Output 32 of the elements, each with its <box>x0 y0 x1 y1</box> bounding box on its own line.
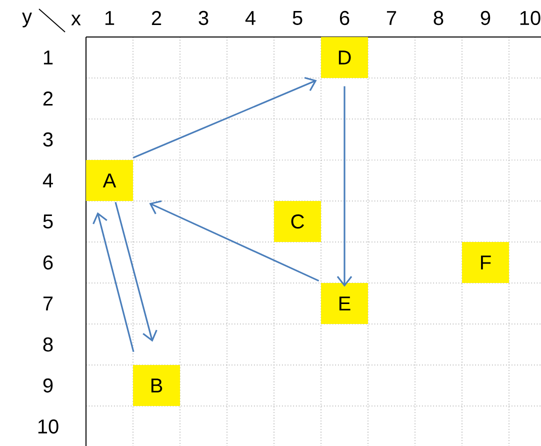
letter-box: D <box>321 37 368 78</box>
letter-box: B <box>133 365 180 406</box>
row-number: 10 <box>38 419 58 434</box>
column-number: 2 <box>152 11 162 25</box>
arrow <box>132 76 317 159</box>
arrow <box>149 200 320 282</box>
row-number: 9 <box>43 378 53 393</box>
column-number: 7 <box>386 11 396 25</box>
axis-name: x <box>71 14 81 26</box>
row-number: 7 <box>43 296 53 310</box>
row-number: 3 <box>43 132 53 147</box>
column-number: 10 <box>520 10 540 26</box>
column-number: 4 <box>245 11 256 25</box>
column-number: 8 <box>434 10 444 26</box>
column-number: 9 <box>480 10 490 26</box>
column-number: 5 <box>292 11 302 25</box>
row-number: 4 <box>42 174 53 188</box>
arrow <box>336 86 352 287</box>
row-number: 8 <box>43 337 53 352</box>
arrow <box>92 212 134 352</box>
row-number: 1 <box>44 50 53 64</box>
axis-name: y <box>22 12 32 28</box>
letter-box: E <box>321 283 368 324</box>
arrow <box>114 202 158 342</box>
letter-box: A <box>86 160 133 201</box>
column-number: 1 <box>105 11 114 25</box>
row-number: 6 <box>43 255 53 270</box>
row-number: 2 <box>43 92 53 106</box>
letter-box: C <box>274 201 321 242</box>
row-number: 5 <box>43 214 53 228</box>
column-number: 3 <box>198 10 208 26</box>
letter-box: F <box>462 242 509 283</box>
